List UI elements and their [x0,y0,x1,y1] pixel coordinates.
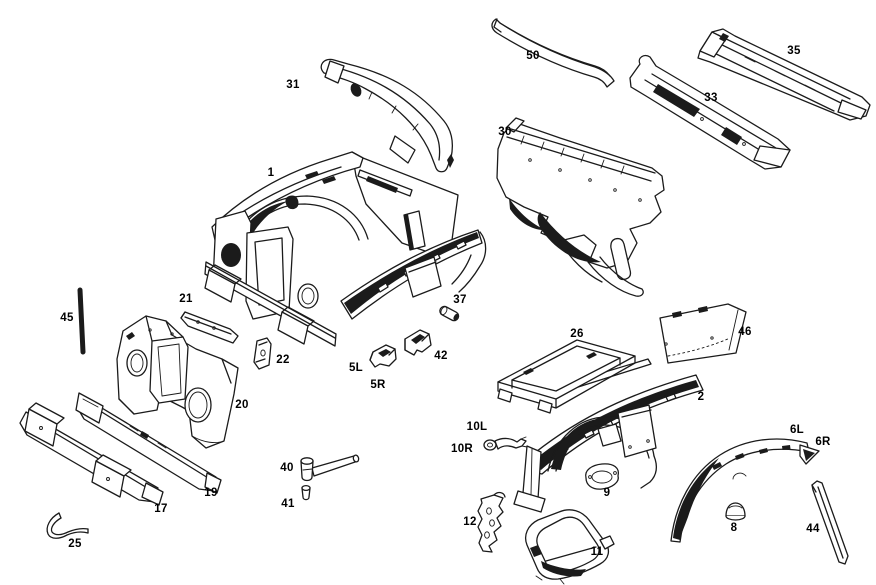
part-label-5L: 5L [349,362,363,374]
part-22-drawing [253,337,272,370]
part-9-drawing [585,463,620,490]
part-label-17: 17 [154,503,167,515]
part-label-1: 1 [268,167,275,179]
part-label-2: 2 [698,391,705,403]
part-21-drawing [180,311,239,344]
part-19-drawing [75,392,222,494]
part-label-33: 33 [704,92,717,104]
part-11-drawing [524,509,615,585]
part-31-drawing [320,58,454,173]
part-label-9: 9 [604,487,611,499]
part-label-25: 25 [68,538,82,550]
part-label-44: 44 [806,523,820,535]
part-37-drawing [439,305,460,322]
part-8-drawing [725,502,746,521]
part-label-10R: 10R [451,443,473,455]
part-25-drawing [46,512,89,539]
part-45-drawing [77,287,86,355]
part-label-6L: 6L [790,424,804,436]
part-label-6R: 6R [815,436,831,448]
part-10-drawing [483,436,528,451]
part-12-drawing [477,491,506,553]
part-label-30: 30 [498,126,511,138]
part-label-31: 31 [286,79,300,91]
part-1-drawing [204,151,487,347]
part-44-drawing [811,480,849,565]
part-label-8: 8 [731,522,738,534]
part-label-41: 41 [281,498,295,510]
part-label-46: 46 [738,326,751,338]
part-46-drawing [659,303,747,364]
part-label-45: 45 [60,312,74,324]
part-2-drawing [513,374,704,513]
part-label-22: 22 [276,354,289,366]
part-17-drawing [19,402,164,506]
part-5-drawing [369,344,397,368]
part-42-drawing [404,329,432,356]
part-20-drawing [116,315,239,449]
part-label-11: 11 [591,546,604,558]
part-label-10L: 10L [467,421,488,433]
part-26-drawing [497,339,652,414]
part-33-drawing [629,54,791,170]
part-50-drawing [491,18,615,88]
part-label-20: 20 [235,399,248,411]
part-label-50: 50 [526,50,539,62]
part-40-drawing [300,454,360,482]
part-label-21: 21 [179,293,193,305]
part-label-19: 19 [204,487,217,499]
part-labels-layer: 31 1 50 35 33 30 45 21 22 37 5L 5R 42 26 46 20 2 19 17 40 41… [60,45,831,558]
part-6-drawing [670,438,820,543]
part-label-35: 35 [787,45,801,57]
part-label-12: 12 [463,516,476,528]
part-label-5R: 5R [370,379,386,391]
part-41-drawing [301,484,311,501]
part-label-26: 26 [570,328,583,340]
part-35-drawing [697,28,871,121]
part-label-40: 40 [280,462,293,474]
part-30-drawing [496,117,665,297]
part-label-42: 42 [434,350,447,362]
part-label-37: 37 [453,294,466,306]
